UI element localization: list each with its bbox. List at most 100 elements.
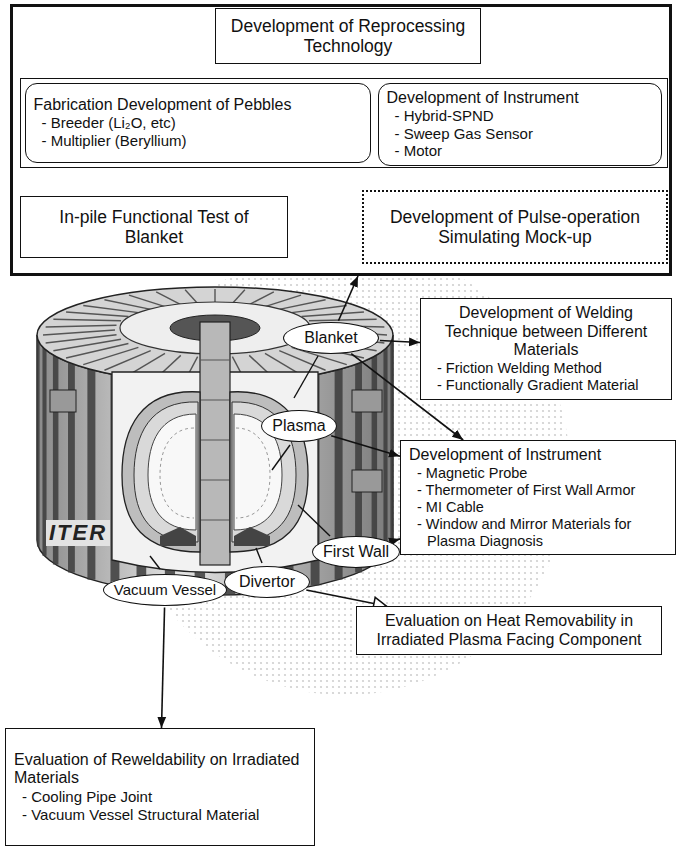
coil-top [83, 347, 138, 364]
box-heading: In-pile Functional Test of Blanket [29, 207, 279, 248]
central-solenoid [200, 322, 230, 565]
part-ellipse: Blanket [283, 322, 379, 354]
coil-top [302, 312, 364, 317]
box-heading: Development of Welding Technique between… [429, 304, 663, 360]
arrow-connector [338, 276, 358, 321]
box-heading: Development of Instrument [387, 89, 653, 108]
coil-top [232, 290, 245, 304]
coil-top [156, 292, 181, 305]
list-item: - Functionally Gradient Material [429, 377, 663, 394]
arrow-connector [380, 341, 420, 343]
toroidal-coil [37, 339, 40, 547]
process-box: Development of Welding Technique between… [420, 298, 672, 400]
arrow-connector [161, 607, 164, 728]
box-heading: First Wall [323, 543, 389, 562]
coil-top [309, 319, 377, 320]
dotted-box: Development of Pulse-operation Simulatin… [362, 190, 668, 264]
machine-name: ITER [46, 520, 110, 546]
part-ellipse: Vacuum Vessel [103, 574, 227, 606]
box-heading: Vacuum Vessel [114, 581, 216, 599]
box-heading: Divertor [239, 573, 295, 592]
plasma-chamber [148, 414, 196, 530]
rounded-box: Development of Instrument- Hybrid-SPND- … [378, 83, 662, 166]
coil-top [249, 292, 274, 305]
list-item: - Multiplier (Beryllium) [34, 132, 362, 150]
process-box: Evaluation of Reweldability on Irradiate… [5, 728, 315, 846]
central-solenoid [200, 360, 230, 361]
coil-top [104, 351, 150, 371]
process-box: Development of Instrument- Magnetic Prob… [400, 440, 676, 555]
coil-top [83, 305, 138, 312]
coil-top [43, 330, 115, 335]
coil-top [129, 295, 165, 306]
part-ellipse: Divertor [224, 566, 310, 598]
coil-top [66, 312, 128, 317]
box-heading: Evaluation on Heat Removability in Irrad… [365, 612, 653, 649]
leader-line [272, 445, 290, 470]
coil-top [292, 305, 347, 312]
coil-top [66, 344, 128, 359]
process-box: Evaluation on Heat Removability in Irrad… [356, 606, 662, 655]
list-item: - Friction Welding Method [429, 360, 663, 377]
box-heading: Development of Pulse-operation Simulatin… [372, 207, 658, 248]
frame-box: Development of Reprocessing TechnologyFa… [10, 4, 672, 276]
list-item: - Hybrid-SPND [387, 107, 653, 125]
coil-top [53, 319, 121, 320]
box-heading: Plasma [272, 417, 325, 436]
toroidal-coil [390, 339, 393, 547]
leader-line [150, 556, 160, 569]
plasma-chamber [122, 392, 200, 552]
box-heading: Development of Instrument [409, 446, 667, 465]
coil-top [46, 325, 117, 327]
central-solenoid [200, 520, 230, 521]
rounded-box: Fabrication Development of Pebbles- Bree… [25, 83, 371, 163]
central-solenoid [200, 440, 230, 441]
leader-line [256, 548, 262, 563]
list-item: - MI Cable [409, 499, 667, 516]
central-solenoid [200, 480, 230, 481]
plasma-chamber [160, 428, 194, 518]
vessel-ports [352, 470, 382, 492]
list-item: - Thermometer of First Wall Armor [409, 482, 667, 499]
central-solenoid [200, 322, 230, 565]
process-box: Development of Reprocessing Technology [215, 8, 481, 64]
list-item: - Magnetic Probe [409, 465, 667, 482]
box-heading: Blanket [304, 329, 357, 348]
coil-top [104, 300, 150, 310]
coil-top [46, 335, 117, 343]
box-heading: Development of Reprocessing Technology [224, 16, 472, 57]
part-ellipse: Plasma [261, 410, 336, 442]
vessel-ports [50, 390, 382, 492]
coil-top [279, 300, 325, 310]
coil-top [214, 289, 215, 303]
list-item: - Cooling Pipe Joint [14, 788, 306, 806]
list-item: - Motor [387, 142, 653, 160]
arrow-connector [331, 436, 400, 457]
central-solenoid [200, 400, 230, 401]
leader-line [150, 356, 330, 569]
plasma-chamber [160, 527, 196, 546]
arrow-connector [306, 590, 386, 606]
list-item: - Vacuum Vessel Structural Material [14, 806, 306, 824]
group-box: Fabrication Development of Pebbles- Bree… [20, 78, 668, 168]
part-ellipse: First Wall [312, 536, 400, 568]
plasma-chamber [134, 402, 198, 542]
box-heading: Evaluation of Reweldability on Irradiate… [14, 751, 306, 788]
coil-top [265, 295, 301, 306]
coil-top [185, 290, 198, 304]
process-box: In-pile Functional Test of Blanket [20, 196, 288, 258]
toroidal-coil [372, 354, 378, 564]
list-item: - Window and Mirror Materials for Plasma… [409, 516, 667, 550]
list-item: - Breeder (Li₂O, etc) [34, 114, 362, 132]
toroidal-coil [87, 368, 95, 580]
vessel-ports [50, 390, 76, 412]
arrow-connector [391, 539, 400, 542]
plasma-chamber [122, 392, 200, 552]
vessel-ports [352, 390, 382, 412]
leader-line [294, 356, 318, 398]
box-heading: Fabrication Development of Pebbles [34, 96, 362, 115]
leader-line [298, 505, 330, 536]
list-item: - Sweep Gas Sensor [387, 125, 653, 143]
coil-top [279, 351, 325, 371]
